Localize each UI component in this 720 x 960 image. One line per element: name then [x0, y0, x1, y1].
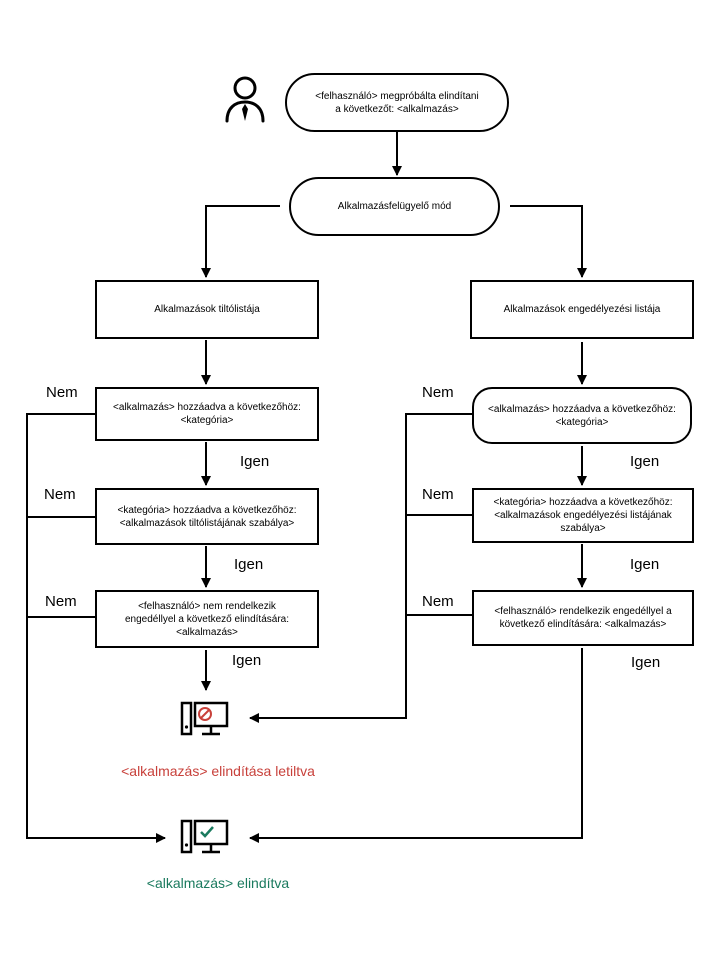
blocklist-node: Alkalmazások tiltólistája — [95, 280, 319, 339]
right-app-in-category-node: <alkalmazás> hozzáadva a következőhöz: <… — [472, 387, 692, 444]
line-right-no-bus — [249, 413, 472, 723]
start-node: <felhasználó> megpróbálta elindítani a k… — [285, 73, 509, 132]
left-no-permission-node: <felhasználó> nem rendelkezik engedéllye… — [95, 590, 319, 648]
yes-label: Igen — [240, 453, 270, 470]
no-label: Nem — [45, 593, 77, 610]
left-category-in-rule-node: <kategória> hozzáadva a következőhöz: <a… — [95, 488, 319, 545]
line-left-no-bus — [26, 413, 166, 843]
no-label: Nem — [422, 486, 454, 503]
computer-blocked-icon — [180, 701, 229, 736]
yes-label: Igen — [631, 654, 661, 671]
computer-allowed-icon — [180, 819, 229, 854]
yes-label: Igen — [234, 556, 264, 573]
left-app-in-category-node: <alkalmazás> hozzáadva a következőhöz: <… — [95, 387, 319, 441]
no-label: Nem — [422, 593, 454, 610]
mode-node: Alkalmazásfelügyelő mód — [289, 177, 500, 236]
no-label: Nem — [46, 384, 78, 401]
arrow-mode-to-allowlist — [510, 205, 587, 278]
yes-label: Igen — [232, 652, 262, 669]
yes-label: Igen — [630, 453, 660, 470]
allowed-caption: <alkalmazás> elindítva — [146, 875, 290, 891]
yes-label: Igen — [630, 556, 660, 573]
no-label: Nem — [422, 384, 454, 401]
arrow-mode-to-blocklist — [201, 205, 280, 278]
allowlist-node: Alkalmazások engedélyezési listája — [470, 280, 694, 339]
arrow-right-q3-to-allowed — [249, 648, 583, 843]
no-label: Nem — [44, 486, 76, 503]
right-category-in-rule-node: <kategória> hozzáadva a következőhöz: <a… — [472, 488, 694, 543]
blocked-caption: <alkalmazás> elindítása letiltva — [121, 763, 315, 779]
user-icon — [225, 76, 265, 123]
right-has-permission-node: <felhasználó> rendelkezik engedéllyel a … — [472, 590, 694, 646]
